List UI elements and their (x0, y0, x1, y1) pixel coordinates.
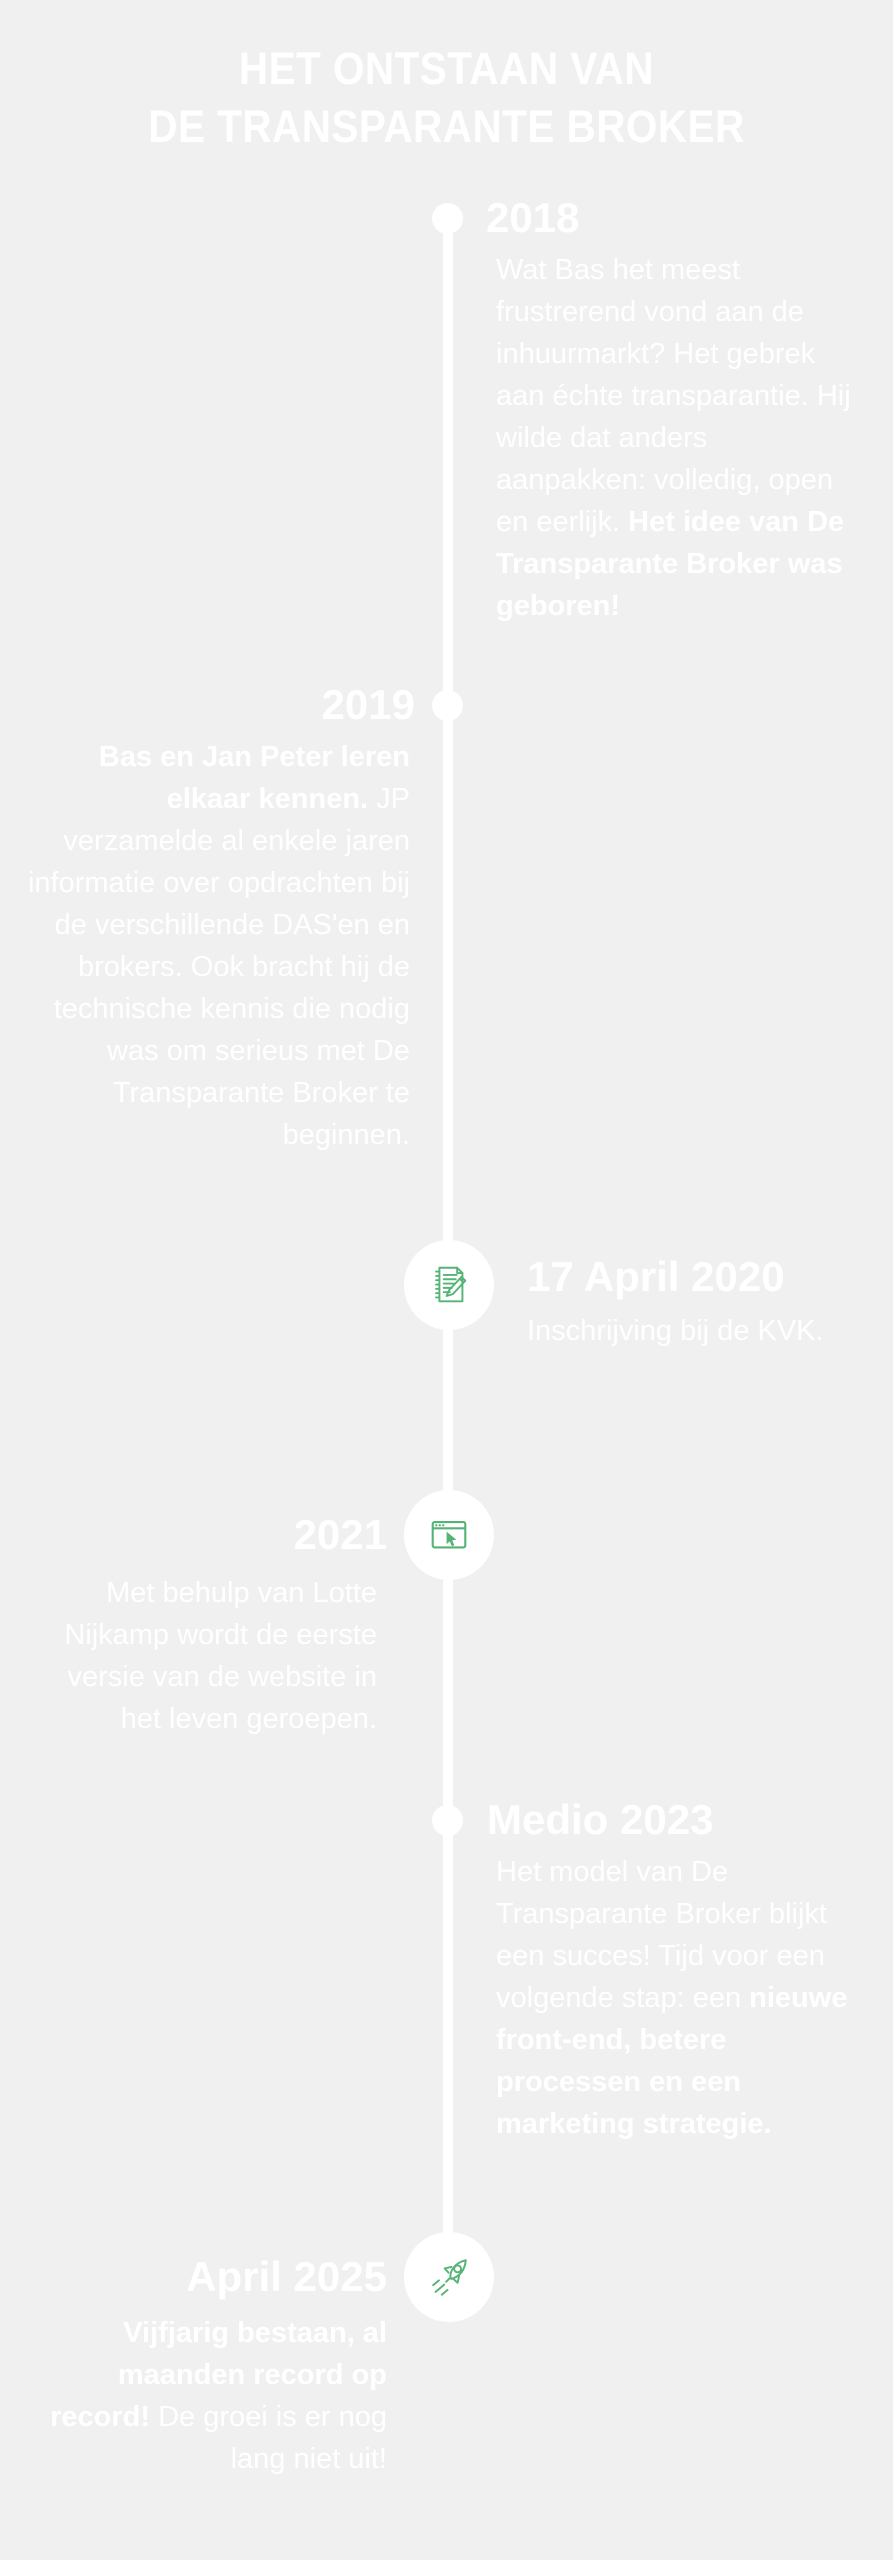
event-title-2018: 2018 (486, 194, 580, 241)
event-title-2020: 17 April 2020 (527, 1253, 785, 1300)
event-description-2023: Het model van De Transparante Broker bli… (496, 1856, 848, 2140)
page-title-line-2: DE TRANSPARANTE BROKER (148, 101, 745, 152)
timeline-dot-2019 (432, 690, 463, 721)
timeline-marker-2025 (404, 2232, 494, 2322)
event-title-2021: 2021 (293, 1511, 387, 1558)
timeline-dot-2023 (432, 1805, 463, 1836)
event-title-2025: April 2025 (186, 2253, 387, 2300)
event-description-2021: Met behulp van Lotte Nijkamp wordt de ee… (64, 1577, 377, 1735)
rocket-icon (432, 2259, 467, 2296)
event-description-2019: Bas en Jan Peter leren elkaar kennen. JP… (27, 741, 410, 1151)
event-description-2025: Vijfjarig bestaan, al maanden record op … (50, 2317, 387, 2475)
event-title-2019: 2019 (321, 681, 415, 728)
event-title-2023: Medio 2023 (487, 1796, 714, 1843)
event-description-2020: Inschrijving bij de KVK. (527, 1315, 824, 1347)
browser-cursor-icon (431, 1521, 467, 1549)
page-title: HET ONTSTAAN VAN DE TRANSPARANTE BROKER (0, 40, 893, 156)
timeline-dot-2018 (432, 203, 463, 234)
timeline-marker-2021 (404, 1490, 494, 1580)
event-description-2018: Wat Bas het meest frustrerend vond aan d… (496, 254, 851, 622)
page-title-line-1: HET ONTSTAAN VAN (238, 43, 655, 94)
timeline-marker-2020 (404, 1240, 494, 1330)
notepad-pencil-icon (435, 1266, 467, 1303)
